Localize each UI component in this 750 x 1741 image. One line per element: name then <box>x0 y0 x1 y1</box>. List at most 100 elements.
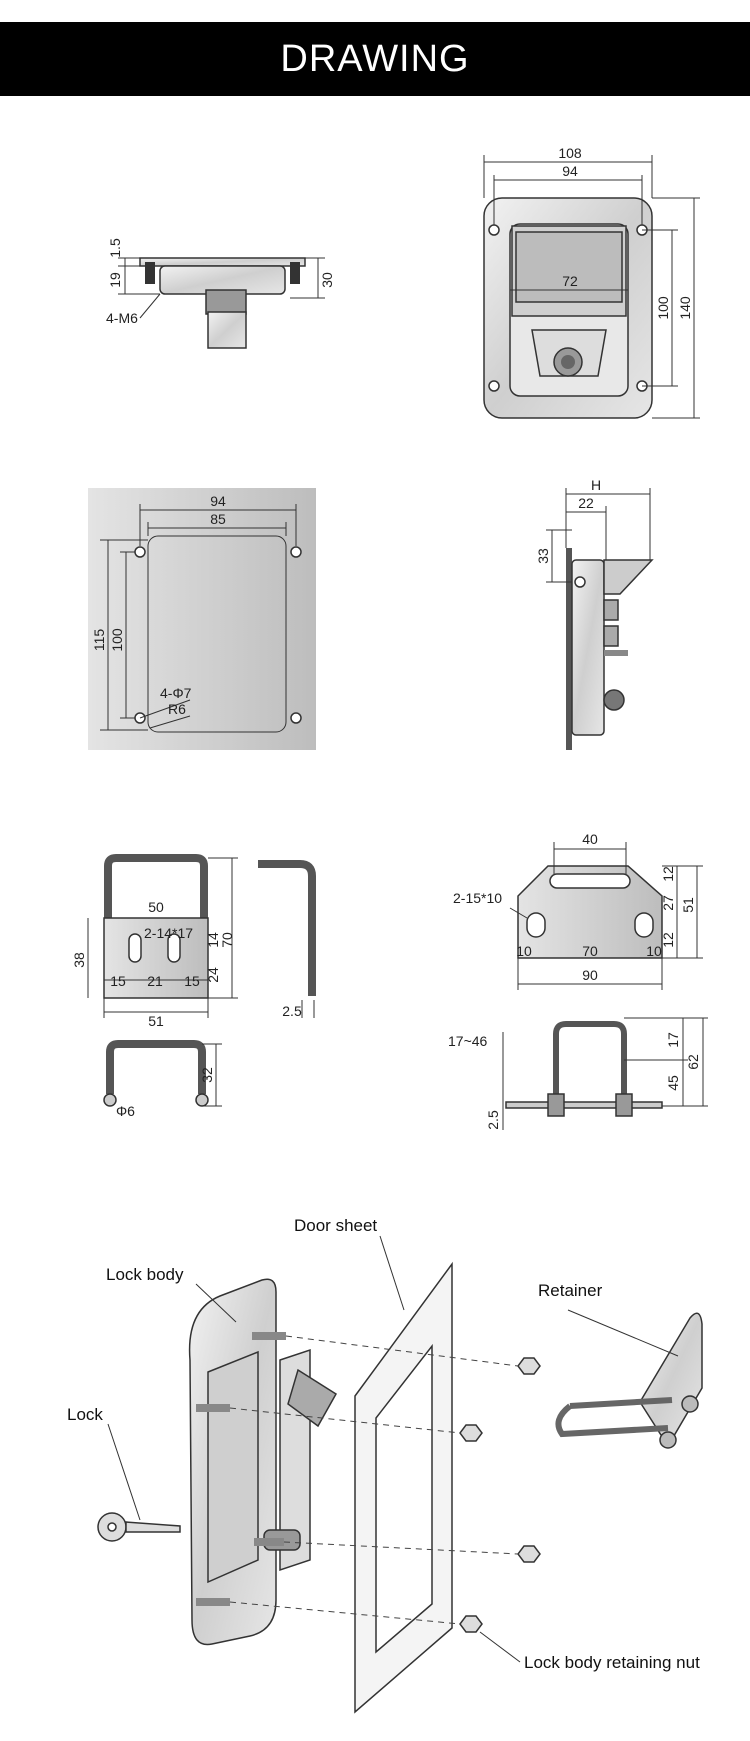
nut-1 <box>517 1357 541 1375</box>
dim-profile-2: 22 <box>578 495 594 511</box>
profile-flange <box>566 548 572 750</box>
nut-4 <box>459 1615 483 1633</box>
bracket-view: 50 2-14*17 14 70 38 15 21 15 24 51 2.5 3… <box>71 854 316 1119</box>
dim-bracket-13: Φ6 <box>116 1103 135 1119</box>
label-door-sheet: Door sheet <box>294 1216 377 1235</box>
retainer-side-plate <box>505 1101 663 1109</box>
dim-bracket-6: 15 <box>110 973 126 989</box>
profile-cylinder <box>603 689 625 711</box>
dim-front-2: 94 <box>562 163 578 179</box>
profile-body <box>571 559 605 736</box>
label-retainer: Retainer <box>538 1281 603 1300</box>
dim-cutout-1: 94 <box>210 493 226 509</box>
retainer-hole-left <box>526 912 546 938</box>
dim-profile-1: H <box>591 477 601 493</box>
key <box>97 1512 181 1542</box>
side-stud-right <box>290 262 300 284</box>
header-banner: DRAWING <box>0 22 750 96</box>
dim-bracket-5: 38 <box>71 952 87 968</box>
dim-retainer-2: 2-15*10 <box>453 890 502 906</box>
retainer-hole-right <box>634 912 654 938</box>
dim-retainer-13: 45 <box>665 1075 681 1091</box>
label-retaining-nut: Lock body retaining nut <box>524 1653 700 1672</box>
dim-retainer-1: 40 <box>582 831 598 847</box>
dim-cutout-4: 100 <box>109 628 125 652</box>
dim-front-3: 72 <box>562 273 578 289</box>
page-title: DRAWING <box>280 37 470 80</box>
dim-bracket-11: 2.5 <box>282 1003 302 1019</box>
retainer-part <box>555 1312 703 1449</box>
side-cylinder <box>205 289 247 315</box>
cutout-hole-br <box>290 712 302 724</box>
cutout-hole-tl <box>134 546 146 558</box>
dim-retainer-10: 90 <box>582 967 598 983</box>
profile-view: H 22 33 <box>535 477 654 750</box>
dim-front-4: 100 <box>655 296 671 320</box>
nut-3 <box>517 1545 541 1563</box>
dim-side-1: 1.5 <box>107 238 123 258</box>
cutout-view: 94 85 115 100 4-Φ7 R6 <box>88 488 316 750</box>
cutout-plate <box>88 488 316 750</box>
retainer-view: 40 2-15*10 12 27 51 12 10 70 10 90 17~46… <box>448 831 708 1130</box>
dim-retainer-5: 51 <box>680 897 696 913</box>
dim-cutout-6: R6 <box>168 701 186 717</box>
dim-side-2: 19 <box>107 272 123 288</box>
dim-retainer-9: 10 <box>646 943 662 959</box>
profile-paddle <box>603 559 654 595</box>
bracket-side-profile <box>258 860 316 996</box>
dim-retainer-3: 12 <box>660 866 676 882</box>
nuts <box>459 1357 541 1633</box>
bracket-u-top-view <box>106 1040 206 1094</box>
dim-bracket-10: 51 <box>148 1013 164 1029</box>
dim-front-5: 140 <box>677 296 693 320</box>
assembly-view: Door sheet Lock body Retainer Lock Lock … <box>67 1216 703 1714</box>
dim-retainer-14: 62 <box>685 1054 701 1070</box>
dim-retainer-11: 17~46 <box>448 1033 488 1049</box>
label-lock: Lock <box>67 1405 103 1424</box>
dim-front-1: 108 <box>558 145 582 161</box>
front-hole-bl <box>488 380 500 392</box>
dim-retainer-12: 17 <box>665 1032 681 1048</box>
stud-3 <box>254 1538 284 1546</box>
bracket-slot-right <box>167 933 181 963</box>
door-cutout <box>375 1343 433 1654</box>
dim-retainer-7: 10 <box>516 943 532 959</box>
side-stud-left <box>145 262 155 284</box>
dim-cutout-2: 85 <box>210 511 226 527</box>
front-hole-tl <box>488 224 500 236</box>
retainer-u-bolt <box>553 1021 627 1106</box>
retainer-slot <box>549 873 631 889</box>
lock-paddle <box>287 1368 338 1428</box>
dim-bracket-8: 15 <box>184 973 200 989</box>
dim-side-3: 30 <box>319 272 335 288</box>
dim-retainer-4: 27 <box>660 895 676 911</box>
dim-bracket-9: 24 <box>205 967 221 983</box>
side-view: 1.5 19 30 4-M6 <box>106 238 335 349</box>
bracket-plate <box>103 917 209 999</box>
label-lock-body: Lock body <box>106 1265 184 1284</box>
dim-bracket-4: 70 <box>219 932 235 948</box>
dim-cutout-3: 115 <box>91 629 107 652</box>
dim-profile-3: 33 <box>535 548 551 564</box>
cutout-opening <box>147 535 287 733</box>
side-paddle <box>207 311 247 349</box>
bracket-slot-left <box>128 933 142 963</box>
dim-bracket-2: 2-14*17 <box>144 925 193 941</box>
dim-retainer-8: 70 <box>582 943 598 959</box>
cutout-hole-tr <box>290 546 302 558</box>
dim-bracket-12: 32 <box>199 1067 215 1083</box>
bracket-u-bolt <box>104 854 208 935</box>
nut-2 <box>459 1424 483 1442</box>
stud-2 <box>196 1404 230 1412</box>
dim-bracket-3: 14 <box>205 932 221 948</box>
dim-retainer-15: 2.5 <box>485 1110 501 1130</box>
dim-cutout-5: 4-Φ7 <box>160 685 192 701</box>
front-view: 108 94 72 100 140 <box>483 145 700 419</box>
side-flange <box>139 257 306 267</box>
stud-1 <box>252 1332 286 1340</box>
dim-retainer-6: 12 <box>660 932 676 948</box>
dim-bracket-1: 50 <box>148 899 164 915</box>
dim-side-4: 4-M6 <box>106 310 138 326</box>
stud-4 <box>196 1598 230 1606</box>
